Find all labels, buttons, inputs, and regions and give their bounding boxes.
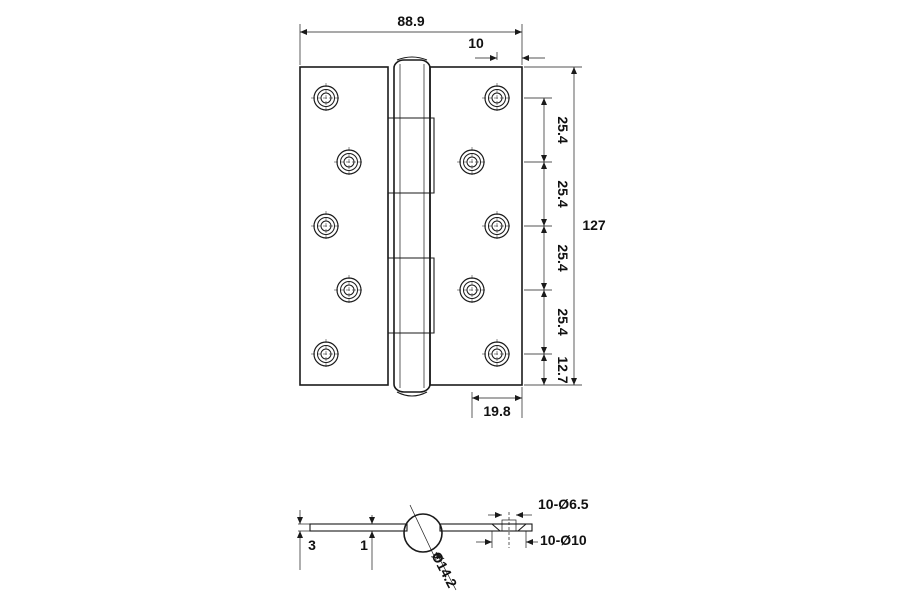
- screw-hole: [334, 147, 364, 177]
- leaf-thickness-label: 3: [308, 537, 316, 553]
- countersink-hole-label: 10-Ø6.5: [538, 496, 589, 512]
- screw-hole: [311, 211, 341, 241]
- hole-pitch-label-4: 25.4: [555, 308, 571, 335]
- knuckle-tab-left: [387, 117, 394, 334]
- section-right-leaf: [439, 523, 533, 532]
- knuckle-barrel: [393, 56, 431, 397]
- dim-knuckle-diameter: Ø14.2: [428, 549, 460, 590]
- screw-hole: [457, 147, 487, 177]
- knuckle-offset-label: 10: [468, 35, 484, 51]
- front-view: 88.9 10 127 25.4: [299, 13, 606, 419]
- dim-leaf-offset: 1: [360, 515, 375, 570]
- dim-hole-pitch-chain: 25.4 25.4 25.4 25.4 12.7: [524, 97, 571, 385]
- countersink-head-label: 10-Ø10: [540, 532, 587, 548]
- hole-pitch-label-2: 25.4: [555, 180, 571, 207]
- screw-hole: [482, 83, 512, 113]
- section-left-leaf: [309, 523, 408, 532]
- hole-edge-label: 19.8: [483, 403, 510, 419]
- knuckle-tab-right: [430, 117, 435, 334]
- end-distance-label: 12.7: [555, 356, 571, 383]
- dim-leaf-thickness: 3: [297, 510, 316, 570]
- dim-countersink-hole: 10-Ø6.5: [488, 496, 589, 518]
- dim-countersink-head: 10-Ø10: [476, 531, 587, 548]
- overall-width-label: 88.9: [397, 13, 424, 29]
- screw-hole: [457, 275, 487, 305]
- screw-hole: [334, 275, 364, 305]
- screw-holes: [311, 83, 512, 369]
- dim-knuckle-offset: 10: [468, 35, 545, 61]
- hole-pitch-label-3: 25.4: [555, 244, 571, 271]
- screw-hole: [311, 339, 341, 369]
- leaf-offset-label: 1: [360, 537, 368, 553]
- knuckle-diameter-label: Ø14.2: [428, 549, 460, 590]
- section-view: 3 1 Ø14.2 10-Ø6.5 10-Ø10: [297, 496, 589, 590]
- screw-hole: [482, 339, 512, 369]
- overall-height-label: 127: [582, 217, 606, 233]
- dim-hole-edge: 19.8: [471, 387, 523, 419]
- hole-pitch-label-1: 25.4: [555, 116, 571, 143]
- screw-hole: [311, 83, 341, 113]
- section-knuckle: [403, 513, 443, 553]
- dim-overall-height: 127: [524, 66, 606, 386]
- screw-hole: [482, 211, 512, 241]
